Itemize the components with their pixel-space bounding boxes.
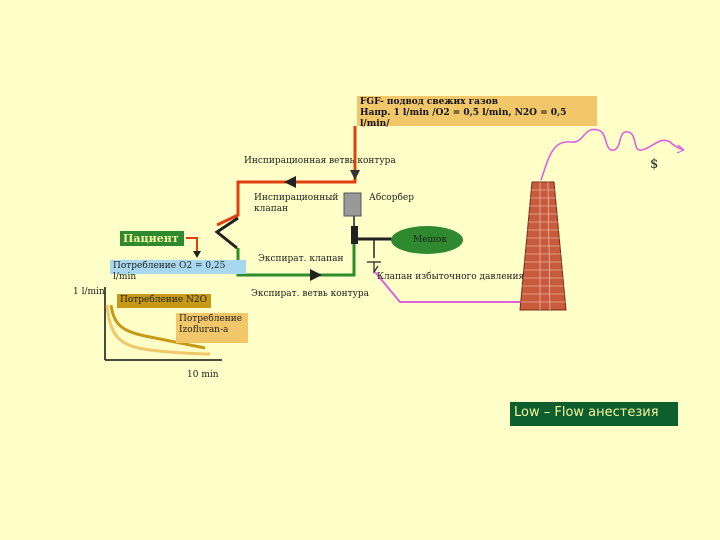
iso-uptake-curve	[105, 304, 211, 356]
bag-label: Мешок	[413, 235, 447, 245]
inspiratory-line	[216, 126, 357, 227]
expiratory-direction-arrow	[310, 269, 322, 281]
flow-1lmin-label: 1 l/min	[73, 287, 105, 297]
absorber	[343, 192, 362, 217]
patient-label: Пациент	[120, 231, 184, 246]
relief-line	[374, 271, 520, 303]
isoflurane-consumption-label: Потребление Izofluran-a	[176, 313, 248, 343]
n2o-uptake-curve	[109, 304, 206, 350]
iso-line2: Izofluran-a	[179, 325, 229, 335]
relief-valve-symbol	[367, 261, 381, 274]
time-10min-label: 10 min	[187, 370, 219, 380]
absorber-label: Абсорбер	[369, 193, 414, 203]
patient-connection-line	[186, 237, 198, 255]
n2o-consumption-label: Потребление N2O	[117, 294, 211, 308]
relief-valve-label: Клапан избыточного давления	[377, 272, 525, 282]
chimney	[519, 181, 567, 311]
fgf-title: FGF- подвод свежих газов	[360, 97, 498, 107]
inspiratory-valve-line1: Инспирационный	[254, 193, 339, 203]
fgf-inflow-arrow	[350, 170, 360, 180]
expiratory-valve-label: Экспират. клапан	[258, 254, 344, 264]
inspiratory-valve-line2: клапан	[254, 204, 289, 214]
bag	[391, 226, 463, 254]
y-piece	[214, 216, 239, 250]
iso-line1: Потребление	[179, 314, 243, 324]
expiratory-branch-label: Экспират. ветвь контура	[251, 289, 370, 299]
fgf-example: Напр. 1 l/min /O2 = 0,5 l/min, N2O = 0,5…	[360, 108, 567, 129]
dollar-label: $	[650, 157, 659, 172]
inspiratory-branch-label: Инспирационная ветвь контура	[244, 156, 396, 166]
inspiratory-direction-arrow	[284, 176, 296, 188]
low-flow-title: Low – Flow анестезия	[510, 402, 678, 426]
o2-consumption-label: Потребление O2 = 0,25 l/min	[110, 260, 246, 282]
smoke-curve	[540, 128, 685, 181]
inspiratory-valve-label: Инспирационный клапан	[254, 193, 338, 215]
patient-arrow	[193, 251, 201, 258]
fgf-label-box: FGF- подвод свежих газов Напр. 1 l/min /…	[357, 96, 597, 129]
